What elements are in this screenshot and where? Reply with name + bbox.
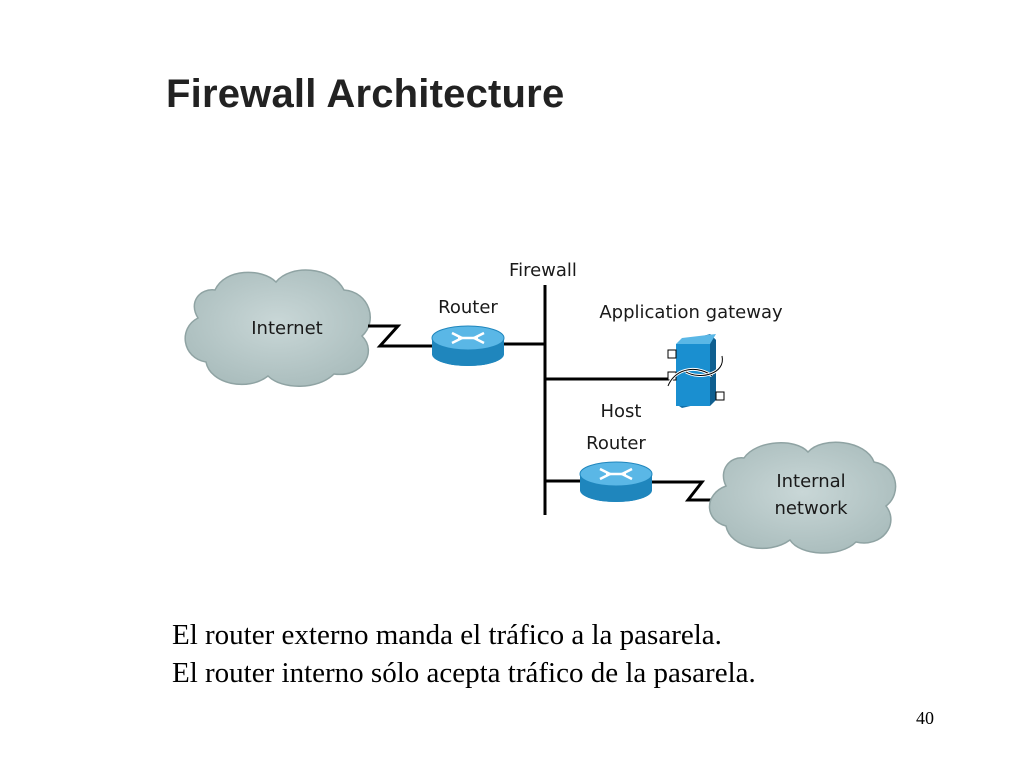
internal-network-label-line1: Internal	[776, 471, 845, 492]
caption-line-1: El router externo manda el tráfico a la …	[172, 619, 722, 651]
firewall-label: Firewall	[509, 260, 577, 281]
internal-network-cloud-shape	[708, 441, 897, 554]
internal-network-label-line2: network	[774, 498, 848, 519]
external-router-label: Router	[438, 297, 498, 318]
host-label: Host	[601, 401, 642, 422]
internal-router-label: Router	[586, 433, 646, 454]
application-gateway-icon	[666, 334, 725, 408]
caption-line-2: El router interno sólo acepta tráfico de…	[172, 657, 756, 689]
gateway-label: Application gateway	[599, 302, 783, 323]
internet-cloud-shape	[184, 269, 371, 387]
slide-caption: El router externo manda el tráfico a la …	[172, 616, 756, 692]
slide-title: Firewall Architecture	[166, 72, 565, 116]
internet-router-link	[368, 324, 432, 348]
external-router-icon	[431, 325, 505, 366]
internal-router-icon	[579, 461, 653, 502]
page-number: 40	[916, 708, 934, 728]
internet-cloud: Internet	[184, 269, 371, 387]
internet-label: Internet	[251, 318, 322, 339]
internal-network-cloud: Internal network	[708, 441, 897, 554]
router-internal-network-link	[652, 480, 724, 502]
